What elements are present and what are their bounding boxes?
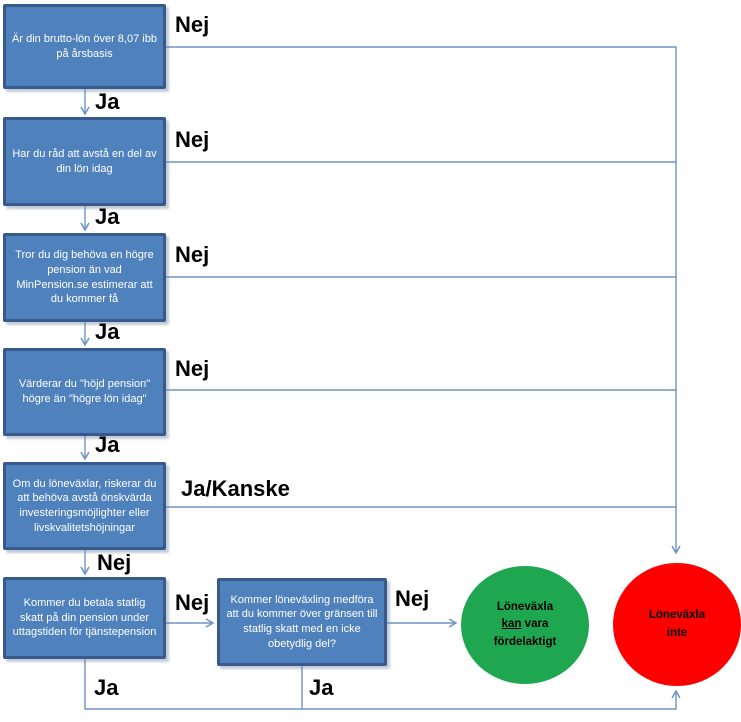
edge-label-q2-no: Nej <box>175 127 210 152</box>
edge-label-q5-down: Nej <box>97 550 132 575</box>
edge-label-q1-no: Nej <box>175 12 210 37</box>
edge-label-q2-yes: Ja <box>95 204 120 229</box>
outcome-negative-text: Löneväxla inte <box>648 609 706 639</box>
connector-q1-no-to-negative <box>166 46 681 555</box>
edge-label-q6-no: Nej <box>175 590 210 615</box>
outcome-positive-circle: Löneväxla kan vara fördelaktigt <box>461 566 589 684</box>
edge-label-q4-yes: Ja <box>95 432 120 457</box>
question-box-3: Tror du dig behöva en högre pension än v… <box>3 233 166 322</box>
question-text-5: Om du löneväxlar, riskerar du att behöva… <box>12 477 157 534</box>
outcome-negative-circle: Löneväxla inte <box>613 563 741 686</box>
outcome-positive-emphasis: kan <box>501 618 522 631</box>
question-box-1: Är din brutto-lön över 8,07 ibb på årsba… <box>3 4 166 89</box>
edge-label-q6-yes: Ja <box>94 675 119 700</box>
edge-label-q3-no: Nej <box>175 242 210 267</box>
question-text-4: Värderar du "höjd pension" högre än "hög… <box>18 378 151 405</box>
question-box-2: Har du råd att avstå en del av din lön i… <box>3 117 166 206</box>
question-box-5: Om du löneväxlar, riskerar du att behöva… <box>3 462 166 550</box>
connector-q6-yes-to-negative <box>84 659 681 710</box>
edge-label-q4-no: Nej <box>175 356 210 381</box>
question-text-7: Kommer löneväxling medföra att du kommer… <box>226 593 378 650</box>
question-box-7: Kommer löneväxling medföra att du kommer… <box>217 578 387 666</box>
outcome-positive-text: Löneväxla kan vara fördelaktigt <box>493 601 557 648</box>
edge-label-q3-yes: Ja <box>95 319 120 344</box>
edge-label-q7-yes: Ja <box>309 675 334 700</box>
edge-label-q5-side: Ja/Kanske <box>181 476 290 501</box>
question-box-4: Värderar du "höjd pension" högre än "hög… <box>3 348 166 436</box>
edge-label-q1-yes: Ja <box>95 89 120 114</box>
question-text-2: Har du råd att avstå en del av din lön i… <box>12 147 157 175</box>
question-text-6: Kommer du betala statlig skatt på din pe… <box>12 597 157 639</box>
question-text-1: Är din brutto-lön över 8,07 ibb på årsba… <box>12 32 157 60</box>
edge-label-q7-no: Nej <box>395 586 430 611</box>
question-box-6: Kommer du betala statlig skatt på din pe… <box>3 577 166 659</box>
question-text-3: Tror du dig behöva en högre pension än v… <box>15 249 154 306</box>
